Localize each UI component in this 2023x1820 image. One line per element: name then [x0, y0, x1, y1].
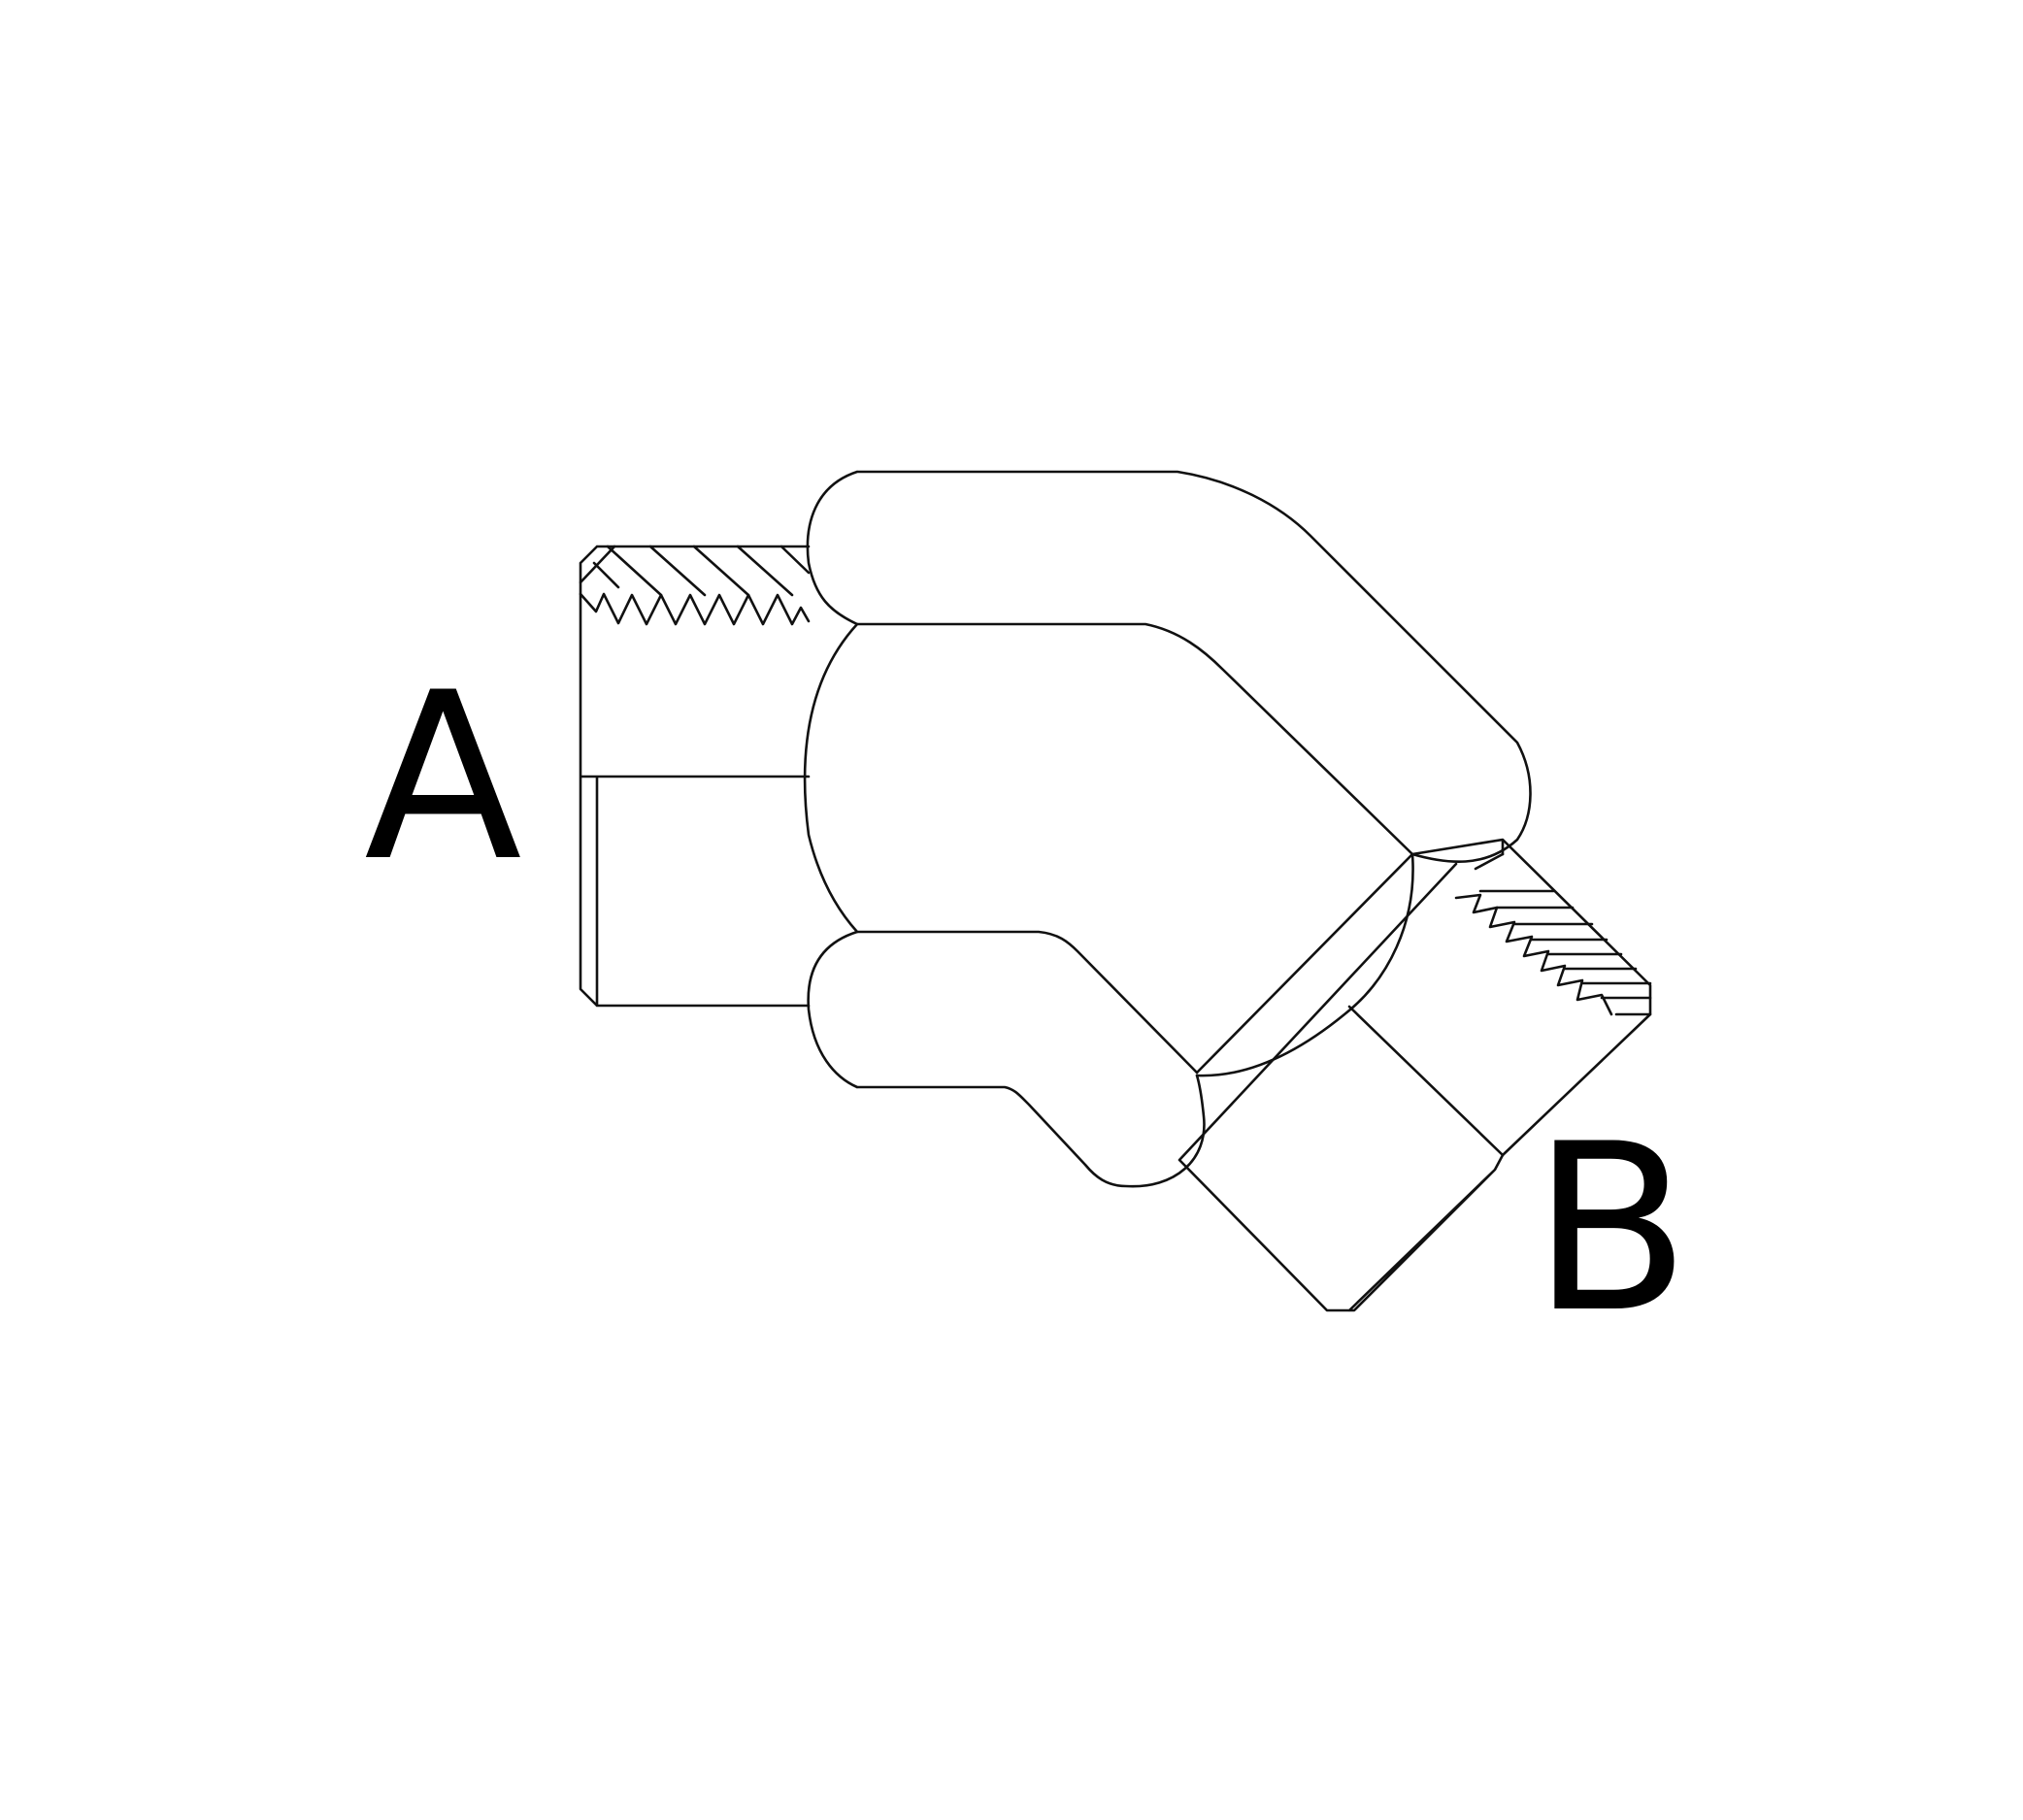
port-b-label: B: [1532, 1095, 1690, 1364]
port-b-thread-end: [1177, 838, 1652, 1312]
fitting-outline: [579, 470, 1652, 1312]
port-a-label: A: [364, 644, 522, 912]
port-a-thread-end: [579, 545, 811, 1008]
lower-hex-band: [807, 930, 1206, 1188]
port-a-body: [579, 545, 811, 1008]
port-a-thread-hatch: [606, 545, 663, 597]
port-a-thread-profile: [579, 592, 811, 626]
port-a-thread-hatch: [648, 545, 707, 597]
port-b-body: [1177, 852, 1505, 1312]
port-a-thread-hatch: [579, 545, 616, 584]
port-b-outer-envelope: [1410, 838, 1652, 1157]
port-a-thread-hatch: [736, 545, 794, 597]
port-b-thread-hatch: [1474, 852, 1505, 871]
upper-hex-band: [806, 470, 1532, 864]
port-b-thread-profile: [1454, 893, 1613, 1016]
port-a-thread-hatch: [779, 545, 811, 575]
port-a-thread-hatch: [592, 561, 620, 589]
port-a-thread-hatch: [692, 545, 750, 597]
